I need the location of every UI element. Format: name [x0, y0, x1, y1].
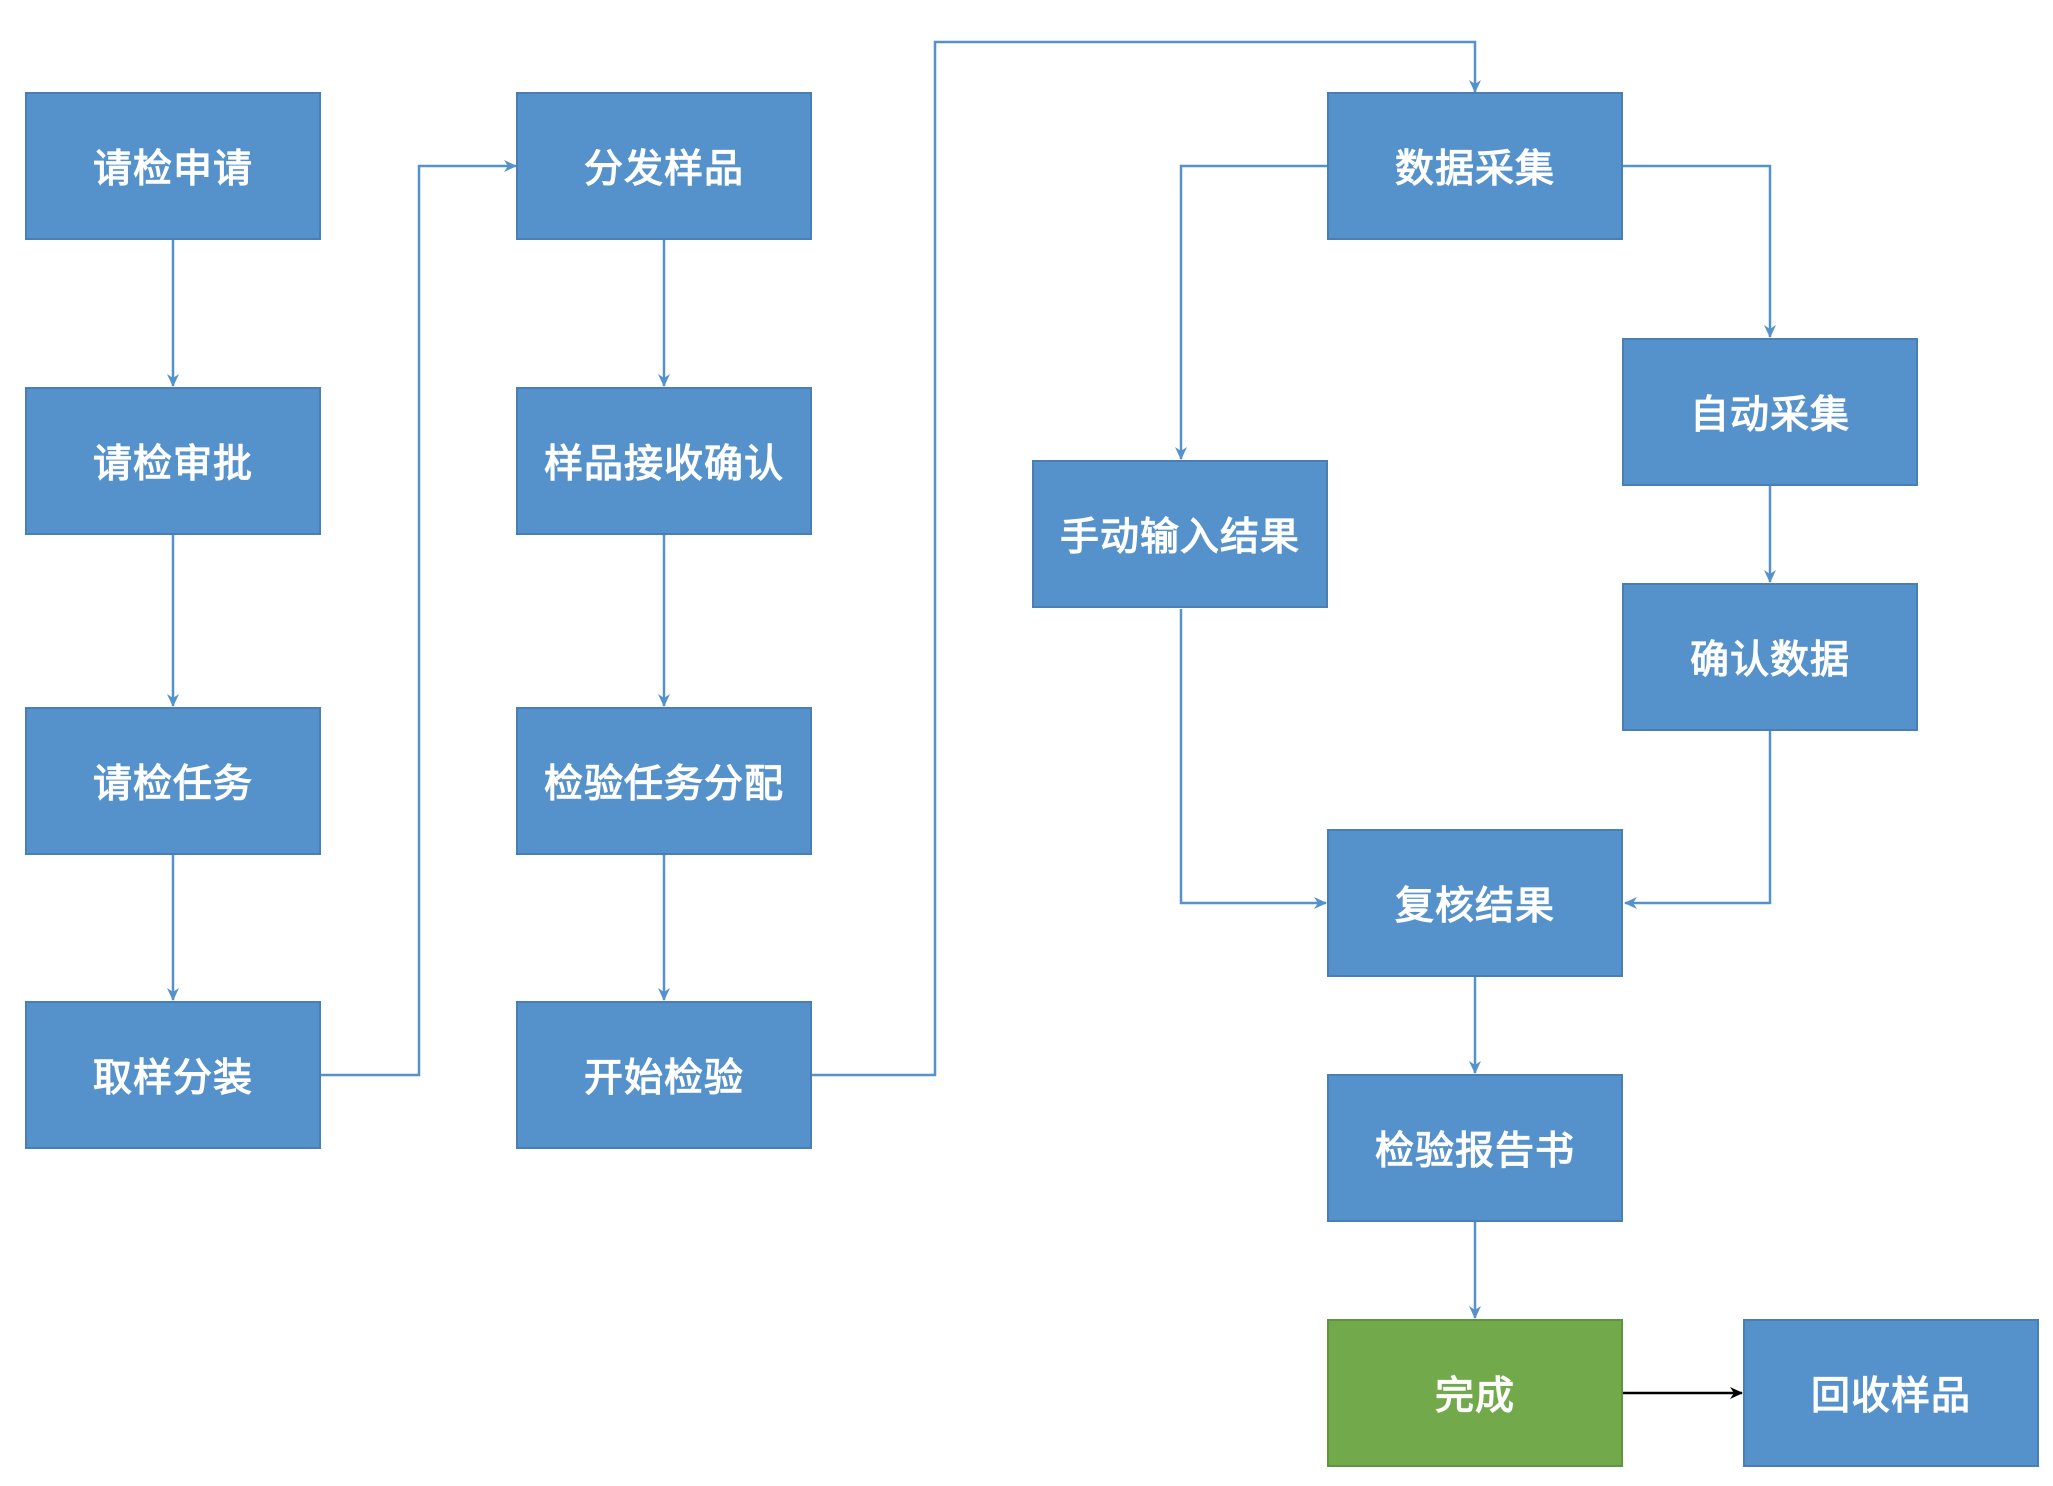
edge-start-to-data-collection — [812, 40, 1481, 1077]
node-inspection-task-assign: 检验任务分配 — [516, 707, 812, 855]
node-sampling-split: 取样分装 — [25, 1001, 321, 1149]
node-request-task: 请检任务 — [25, 707, 321, 855]
node-manual-input-result: 手动输入结果 — [1032, 460, 1328, 608]
node-request-apply: 请检申请 — [25, 92, 321, 240]
node-start-inspection: 开始检验 — [516, 1001, 812, 1149]
node-recycle-sample: 回收样品 — [1743, 1319, 2039, 1467]
edge-confirm-to-review — [1624, 731, 1772, 909]
edge-manual-to-review — [1179, 609, 1327, 909]
node-complete: 完成 — [1327, 1319, 1623, 1467]
node-confirm-data: 确认数据 — [1622, 583, 1918, 731]
edge-sampling-to-distribute — [321, 160, 517, 1077]
node-auto-collection: 自动采集 — [1622, 338, 1918, 486]
edge-data-to-manual — [1175, 164, 1328, 460]
node-request-approve: 请检审批 — [25, 387, 321, 535]
node-distribute-sample: 分发样品 — [516, 92, 812, 240]
node-data-collection: 数据采集 — [1327, 92, 1623, 240]
node-sample-receive-confirm: 样品接收确认 — [516, 387, 812, 535]
edge-data-to-auto — [1623, 164, 1776, 338]
node-inspection-report: 检验报告书 — [1327, 1074, 1623, 1222]
node-review-result: 复核结果 — [1327, 829, 1623, 977]
